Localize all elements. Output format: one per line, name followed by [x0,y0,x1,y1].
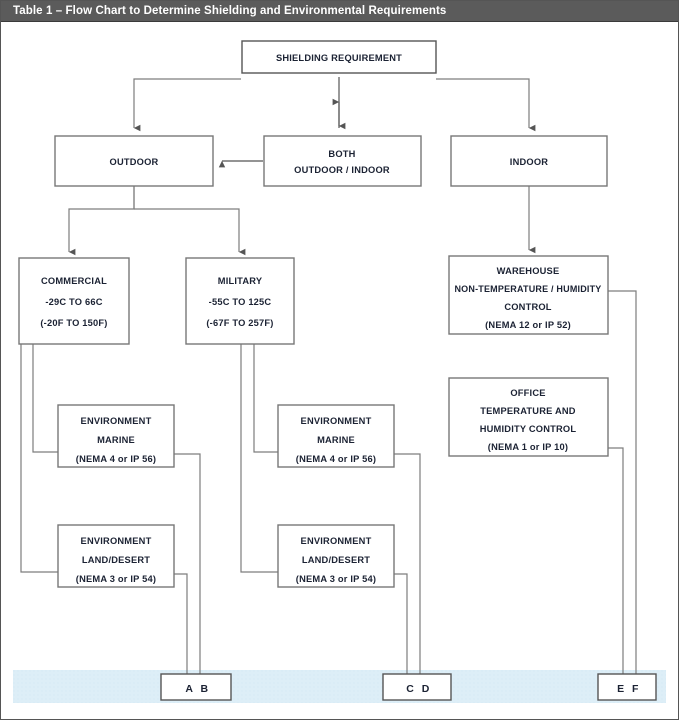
node-military-label-1: MILITARY [218,276,263,286]
page-title: Table 1 – Flow Chart to Determine Shield… [13,5,447,17]
edge-office-to-ef [608,447,624,696]
node-indoor[interactable]: INDOOR [450,135,608,187]
node-land2-label-1: ENVIRONMENT [301,536,372,546]
table-title-bar: Table 1 – Flow Chart to Determine Shield… [1,1,678,22]
node-both-label-2: OUTDOOR / INDOOR [294,165,390,175]
node-terminal-ef[interactable]: E F [597,673,657,701]
node-terminal-cd[interactable]: C D [382,673,452,701]
node-commercial-label-3: (-20F TO 150F) [40,318,107,328]
node-warehouse-label-1: WAREHOUSE [497,266,560,276]
edge-commercial-to-marine [32,344,58,453]
node-environment-marine-military[interactable]: ENVIRONMENT MARINE (NEMA 4 or IP 56) [277,404,395,468]
node-warehouse-label-4: (NEMA 12 or IP 52) [485,320,571,330]
node-environment-marine-commercial[interactable]: ENVIRONMENT MARINE (NEMA 4 or IP 56) [57,404,175,468]
node-outdoor[interactable]: OUTDOOR [54,135,214,187]
edge-shielding-to-indoor [436,78,536,132]
node-land1-label-2: LAND/DESERT [82,555,150,565]
node-marine2-label-3: (NEMA 4 or IP 56) [296,454,376,464]
edge-land2-to-cd [394,573,408,696]
edge-shielding-to-outdoor [133,78,241,132]
node-outdoor-label-1: OUTDOOR [110,157,159,167]
node-military[interactable]: MILITARY -55C TO 125C (-67F TO 257F) [185,257,295,345]
node-marine2-label-1: ENVIRONMENT [301,416,372,426]
node-indoor-label-1: INDOOR [510,157,548,167]
node-marine1-label-1: ENVIRONMENT [81,416,152,426]
edge-commercial-to-land [20,344,58,573]
node-commercial-label-2: -29C TO 66C [45,297,102,307]
node-land1-label-1: ENVIRONMENT [81,536,152,546]
edge-outdoor-to-military [134,208,246,256]
node-marine2-label-2: MARINE [317,435,355,445]
node-environment-land-military[interactable]: ENVIRONMENT LAND/DESERT (NEMA 3 or IP 54… [277,524,395,588]
node-commercial[interactable]: COMMERCIAL -29C TO 66C (-20F TO 150F) [18,257,130,345]
terminal-ef-label: E F [617,683,641,695]
edge-marine2-to-cd [394,453,421,696]
node-office-label-2: TEMPERATURE AND [480,406,576,416]
edge-land1-to-ab [174,573,188,696]
node-marine1-label-3: (NEMA 4 or IP 56) [76,454,156,464]
edge-marine1-to-ab [174,453,201,696]
node-land2-label-3: (NEMA 3 or IP 54) [296,574,376,584]
node-marine1-label-2: MARINE [97,435,135,445]
node-office-label-4: (NEMA 1 or IP 10) [488,442,568,452]
node-military-label-2: -55C TO 125C [209,297,272,307]
edge-military-to-land [240,344,278,573]
node-shielding-label-1: SHIELDING REQUIREMENT [276,53,402,63]
edge-outdoor-split [68,186,135,256]
node-both-label-1: BOTH [328,149,355,159]
node-shielding-requirement[interactable]: SHIELDING REQUIREMENT [241,40,437,74]
node-military-label-3: (-67F TO 257F) [206,318,273,328]
node-office-label-3: HUMIDITY CONTROL [480,424,577,434]
node-terminal-ab[interactable]: A B [160,673,232,701]
bottom-highlight-band [13,670,666,703]
node-commercial-label-1: COMMERCIAL [41,276,107,286]
node-both-outdoor-indoor[interactable]: BOTH OUTDOOR / INDOOR [263,135,422,187]
node-warehouse-label-3: CONTROL [504,302,551,312]
edge-military-to-marine [253,344,278,453]
node-warehouse[interactable]: WAREHOUSE NON-TEMPERATURE / HUMIDITY CON… [448,255,609,335]
node-environment-land-commercial[interactable]: ENVIRONMENT LAND/DESERT (NEMA 3 or IP 54… [57,524,175,588]
terminal-cd-label: C D [406,683,432,695]
node-land1-label-3: (NEMA 3 or IP 54) [76,574,156,584]
node-office[interactable]: OFFICE TEMPERATURE AND HUMIDITY CONTROL … [448,377,609,457]
terminal-ab-label: A B [185,683,210,695]
flowchart-canvas: SHIELDING REQUIREMENT OUTDOOR BOTH OUTDO… [1,22,678,719]
node-land2-label-2: LAND/DESERT [302,555,370,565]
node-office-label-1: OFFICE [510,388,545,398]
node-warehouse-label-2: NON-TEMPERATURE / HUMIDITY [454,284,601,294]
edge-warehouse-to-ef [608,290,637,696]
